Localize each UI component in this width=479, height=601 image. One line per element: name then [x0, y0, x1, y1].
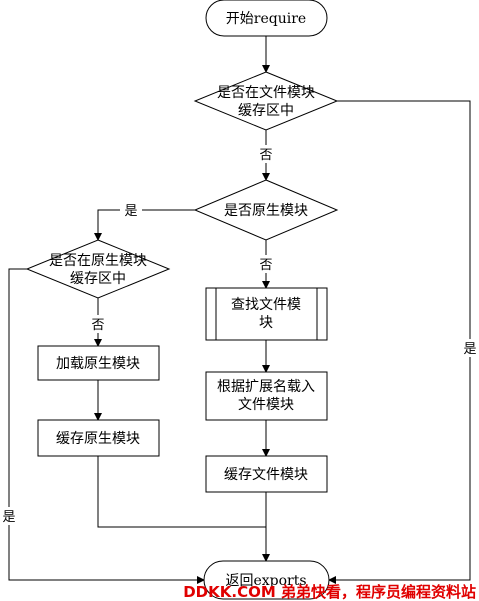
label-bg [87, 315, 109, 333]
edge-labels: 否 是 是 否 否 是 [0, 145, 479, 525]
decision-native: 是否原生模块 [193, 179, 339, 241]
process-shape [37, 419, 160, 457]
find-label-line2: 块 [259, 315, 273, 331]
label-bg [255, 145, 277, 163]
native-cache-label-line1: 是否在原生模块 [49, 253, 147, 269]
edge-cachenative-merge [97, 456, 266, 528]
process-shape [37, 345, 160, 381]
process-shape [205, 455, 328, 493]
find-label-line1: 查找文件模 [231, 297, 301, 313]
return-label: 返回exports [225, 573, 306, 589]
start-label: 开始require [226, 11, 306, 27]
decision-shape [25, 239, 171, 299]
process-load-native: 加载原生模块 [37, 345, 160, 381]
native-label: 是否原生模块 [224, 203, 308, 219]
node-return-exports: 返回exports [203, 560, 330, 600]
terminal-shape [205, 0, 328, 37]
decision-shape [193, 71, 339, 131]
label-native-yes: 是 [124, 204, 137, 219]
file-cache-label-line1: 是否在文件模块 [217, 85, 315, 101]
label-bg [459, 339, 479, 357]
label-bg [120, 201, 142, 219]
edge-filecache-yes [328, 100, 471, 584]
process-cache-file: 缓存文件模块 [205, 455, 328, 493]
cache-file-label: 缓存文件模块 [224, 467, 308, 483]
process-cache-native: 缓存原生模块 [37, 419, 160, 457]
decision-file-cache: 是否在文件模块 缓存区中 [193, 71, 339, 131]
load-ext-label-line2: 文件模块 [238, 397, 294, 413]
edge-native-yes [94, 209, 195, 241]
label-native-no: 否 [259, 258, 272, 273]
load-ext-label-line1: 根据扩展名载入 [217, 379, 315, 395]
label-bg [0, 507, 20, 525]
label-nativecache-yes: 是 [2, 510, 15, 525]
predefined-process-shape [205, 287, 328, 341]
edge-nativecache-yes [8, 268, 205, 584]
label-filecache-no: 否 [259, 148, 272, 163]
cache-native-label: 缓存原生模块 [56, 431, 140, 447]
file-cache-label-line2: 缓存区中 [238, 103, 294, 119]
watermark-text: DDKK.COM 弟弟快看，程序员编程资料站 [183, 583, 476, 601]
load-native-label: 加载原生模块 [56, 356, 140, 372]
decision-shape [193, 179, 339, 241]
decision-native-cache: 是否在原生模块 缓存区中 [25, 239, 171, 299]
label-bg [255, 255, 277, 273]
terminal-shape [203, 560, 330, 600]
node-start: 开始require [205, 0, 328, 37]
native-cache-label-line2: 缓存区中 [70, 271, 126, 287]
label-filecache-yes: 是 [463, 342, 476, 357]
process-load-file-by-ext: 根据扩展名载入 文件模块 [205, 371, 328, 421]
label-nativecache-no: 否 [91, 318, 104, 333]
process-find-file-module: 查找文件模 块 [205, 287, 328, 341]
process-shape [205, 371, 328, 421]
